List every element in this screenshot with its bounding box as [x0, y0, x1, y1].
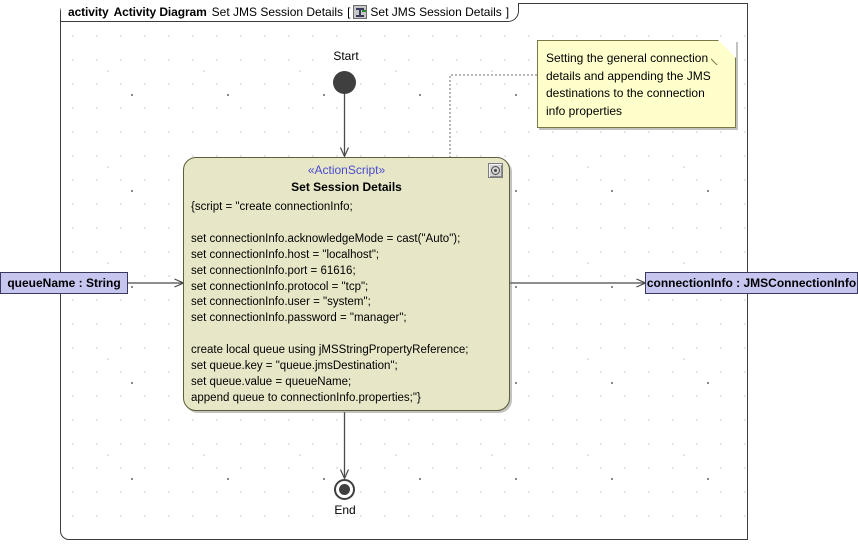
action-stereotype: «ActionScript»	[307, 163, 386, 177]
frame-bracket-close: ]	[505, 5, 510, 19]
frame-qualified-name: Set JMS Session Details	[370, 5, 502, 19]
output-parameter-node[interactable]: connectionInfo : JMSConnectionInfo	[645, 272, 858, 294]
gear-icon[interactable]	[488, 163, 503, 178]
end-node[interactable]	[334, 479, 355, 500]
diagram-frame-title[interactable]: activity Activity Diagram Set JMS Sessio…	[61, 3, 520, 22]
start-node-label: Start	[333, 49, 359, 63]
note-box[interactable]: Setting the general connection details a…	[537, 40, 736, 128]
frame-bracket-open: [	[347, 5, 351, 19]
input-parameter-node[interactable]: queueName : String	[0, 272, 128, 294]
note-text: Setting the general connection details a…	[546, 51, 715, 118]
action-title: Set Session Details	[291, 180, 402, 194]
frame-keyword: activity	[68, 5, 109, 19]
action-script-body: {script = "create connectionInfo; set co…	[191, 201, 469, 404]
frame-diagram-name: Set JMS Session Details	[211, 5, 344, 19]
frame-type-label: Activity Diagram	[113, 5, 207, 19]
action-node[interactable]: «ActionScript» Set Session Details {scri…	[183, 157, 510, 411]
activity-diagram-icon	[353, 5, 368, 19]
end-node-label: End	[334, 503, 356, 517]
start-node[interactable]	[333, 71, 356, 94]
